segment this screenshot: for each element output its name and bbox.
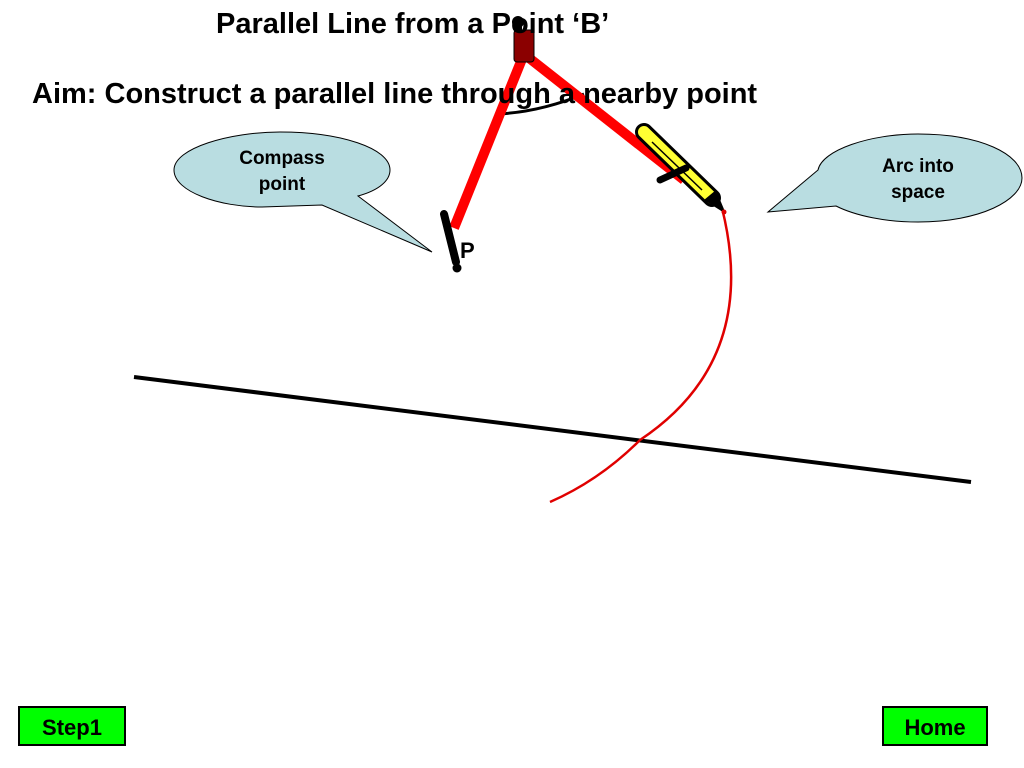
arc-into-space xyxy=(549,207,733,504)
home-button[interactable]: Home xyxy=(882,706,988,746)
compass-callout-bubble xyxy=(173,131,433,253)
point-label: P xyxy=(460,238,475,263)
compass-callout-text: Compass point xyxy=(239,148,325,195)
arc-callout-bubble xyxy=(766,133,1023,223)
base-line xyxy=(133,375,972,484)
compass-left-arm xyxy=(449,52,529,230)
step1-button[interactable]: Step1 xyxy=(18,706,126,746)
pencil-icon xyxy=(635,123,727,215)
aim-text: Aim: Construct a parallel line through a… xyxy=(32,78,758,110)
page-title: Parallel Line from a Point ‘B’ xyxy=(216,8,610,40)
compass-right-arm xyxy=(520,50,688,184)
compass-needle-icon xyxy=(440,210,462,273)
compass-hinge-icon xyxy=(512,16,535,63)
arc-callout-text: Arc into space xyxy=(882,156,954,203)
